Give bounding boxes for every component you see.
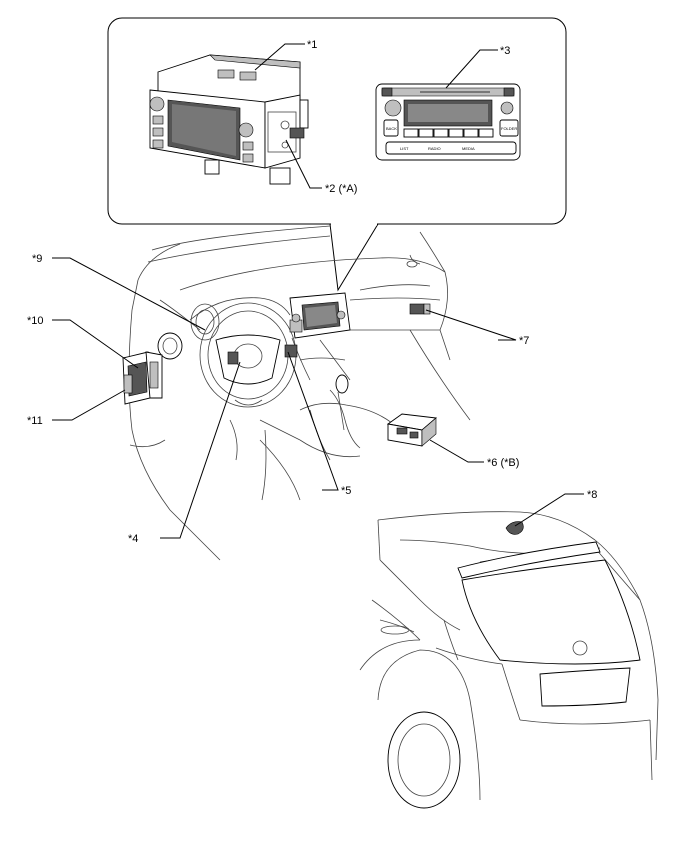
callout-6: *6 (*B) (487, 457, 519, 469)
vehicle-rear (359, 511, 659, 809)
inset-pointer (329, 223, 379, 292)
callout-7: *7 (519, 335, 529, 347)
volume-knob (384, 99, 402, 117)
preset-buttons (403, 128, 494, 138)
radio-receiver-assembly: BACK FOLDER LIST RADIO MEDIA (375, 83, 521, 161)
vehicle-interior (122, 225, 471, 561)
connector (289, 127, 305, 139)
left-knob (149, 96, 165, 112)
navigation-receiver-assembly (149, 54, 309, 185)
steering-pad-switch (227, 351, 239, 365)
callout-2: *2 (*A) (325, 183, 357, 195)
roof-antenna (505, 521, 524, 535)
svg-text:LIST: LIST (400, 146, 409, 151)
callout-9: *9 (32, 253, 42, 265)
rear-usb-switch (409, 303, 425, 315)
right-knob (238, 122, 254, 138)
tune-knob (500, 101, 514, 115)
bracket (269, 167, 291, 185)
stereo-jack (284, 344, 298, 358)
antenna-amplifier-unit (386, 413, 438, 447)
callout-8: *8 (587, 489, 597, 501)
leader-lines (52, 43, 584, 539)
license-plate (539, 667, 631, 707)
svg-text:BACK: BACK (386, 126, 397, 131)
callout-1: *1 (307, 39, 317, 51)
svg-text:RADIO: RADIO (428, 146, 441, 151)
callout-10: *10 (27, 315, 44, 327)
callout-4: *4 (128, 533, 138, 545)
callout-5: *5 (341, 485, 351, 497)
callout-3: *3 (500, 45, 510, 57)
inset-detail (107, 17, 567, 292)
callout-11: *11 (27, 415, 43, 427)
svg-text:FOLDER: FOLDER (501, 126, 517, 131)
callout-labels: *1 *2 (*A) *3 *4 *5 *6 (*B) *7 *8 *9 *10… (27, 39, 597, 545)
svg-text:MEDIA: MEDIA (462, 146, 475, 151)
